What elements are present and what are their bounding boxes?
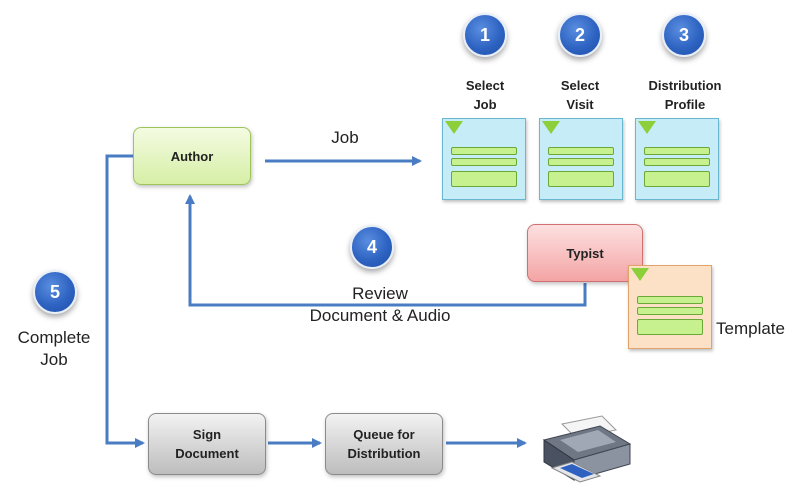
- queue-label-line1: Queue for: [353, 427, 415, 442]
- document-corner-icon: [638, 121, 656, 134]
- step-5-label: Complete Job: [17, 328, 91, 369]
- step-5-badge: 5: [33, 270, 77, 314]
- job-edge-label: Job: [331, 128, 359, 147]
- sign-label-line1: Sign: [192, 427, 222, 442]
- step-1-badge: 1: [463, 13, 507, 57]
- step-2-badge: 2: [558, 13, 602, 57]
- printer-icon: [542, 415, 632, 483]
- select-job-document-icon: [442, 118, 526, 200]
- document-corner-icon: [631, 268, 649, 281]
- template-label: Template: [716, 319, 785, 338]
- arrow-typist-to-author: [185, 194, 587, 307]
- sign-label-line2: Document: [175, 446, 239, 461]
- queue-distribution-node: Queue for Distribution: [325, 413, 443, 475]
- document-corner-icon: [542, 121, 560, 134]
- step-3-badge: 3: [662, 13, 706, 57]
- step-4-label: Review Document & Audio: [309, 284, 451, 325]
- author-node: Author: [133, 127, 251, 185]
- step-1-label: Select Job: [465, 78, 505, 112]
- step-3-label: Distribution Profile: [648, 78, 722, 112]
- arrow-author-to-sign: [105, 154, 145, 448]
- select-visit-document-icon: [539, 118, 623, 200]
- typist-label: Typist: [566, 245, 604, 261]
- step-2-label: Select Visit: [560, 78, 600, 112]
- template-document-icon: [628, 265, 712, 349]
- typist-node: Typist: [527, 224, 643, 282]
- distribution-profile-document-icon: [635, 118, 719, 200]
- author-label: Author: [170, 148, 214, 164]
- sign-document-node: Sign Document: [148, 413, 266, 475]
- step-4-badge: 4: [350, 225, 394, 269]
- queue-label-line2: Distribution: [347, 446, 421, 461]
- document-corner-icon: [445, 121, 463, 134]
